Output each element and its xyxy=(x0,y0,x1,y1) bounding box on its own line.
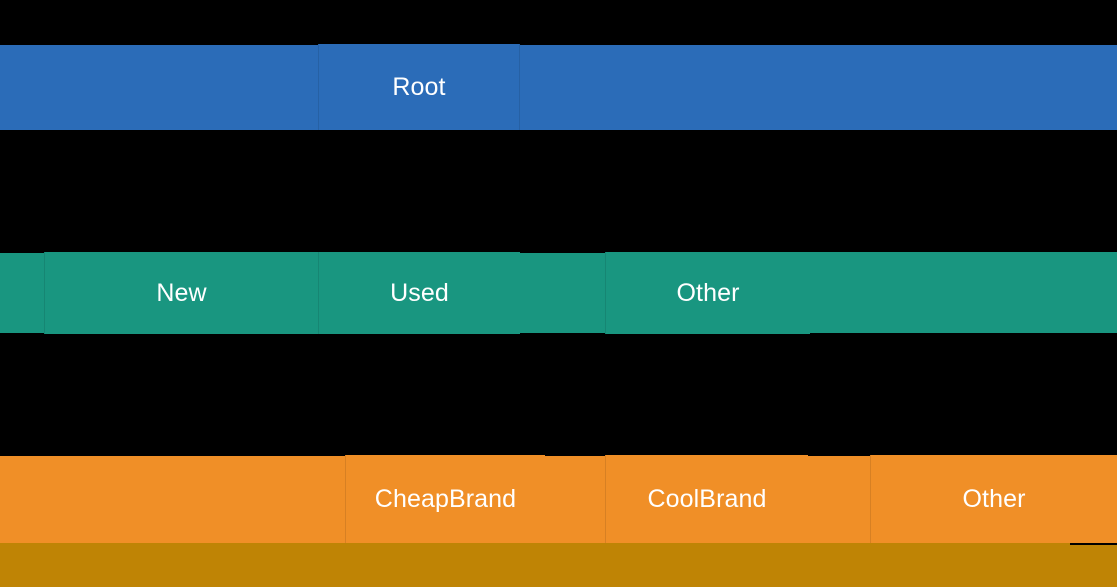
icicle-node-brand-left-pad[interactable] xyxy=(0,456,345,543)
icicle-node-condition-mid-pad[interactable] xyxy=(520,253,605,333)
icicle-node-root[interactable]: Root xyxy=(318,44,520,130)
icicle-node-condition-left-pad[interactable] xyxy=(0,253,44,333)
icicle-node-leaf-left[interactable] xyxy=(0,543,1070,587)
icicle-node-brand-mid-pad-1[interactable] xyxy=(545,456,605,543)
icicle-node-condition-right-pad[interactable] xyxy=(810,252,1117,333)
icicle-node-root-left-pad[interactable] xyxy=(0,45,318,130)
icicle-node-brand-mid-pad-2[interactable] xyxy=(808,456,870,543)
icicle-node-leaf-right[interactable] xyxy=(1070,545,1117,587)
icicle-node-root-right-pad[interactable] xyxy=(520,45,1117,130)
